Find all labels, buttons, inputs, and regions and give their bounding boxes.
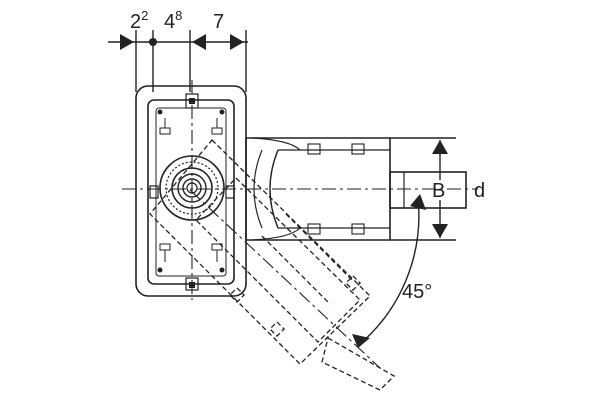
arrowhead — [432, 224, 448, 238]
dim-label-1: 22 — [130, 8, 148, 33]
center-lines — [122, 80, 478, 369]
label-d: d — [474, 180, 485, 202]
dim-label-2: 48 — [164, 8, 182, 33]
arrowhead — [192, 34, 206, 50]
label-B: B — [432, 180, 445, 202]
angle-arc — [359, 197, 420, 345]
rotated-outlet — [149, 139, 396, 391]
dim-dot — [149, 38, 157, 46]
arrowhead — [352, 334, 370, 348]
arrowhead — [432, 140, 448, 154]
label-angle: 45° — [402, 281, 432, 303]
arrowhead — [410, 194, 426, 210]
arrowhead — [120, 34, 134, 50]
dim-label-3: 7 — [213, 11, 224, 33]
arrowhead — [230, 34, 244, 50]
